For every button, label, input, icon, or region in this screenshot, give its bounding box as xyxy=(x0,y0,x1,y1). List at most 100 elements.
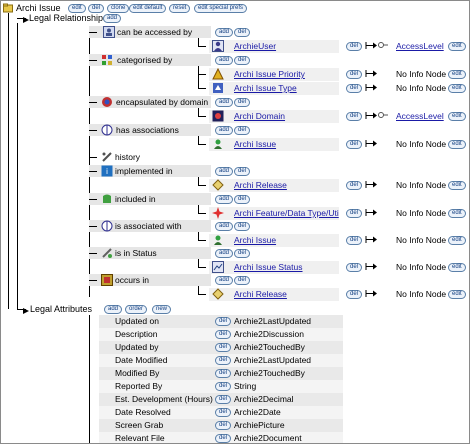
target-del-button[interactable]: del xyxy=(346,42,363,51)
relationship-add-button[interactable]: add xyxy=(215,249,234,258)
right-edit-button[interactable]: edit xyxy=(448,263,466,272)
target-link-archi-issue-priority[interactable]: Archi Issue Priority xyxy=(234,69,305,79)
tree-connector xyxy=(89,102,97,103)
feature-icon xyxy=(212,207,224,219)
right-edit-button[interactable]: edit xyxy=(448,209,466,218)
root-edit-button[interactable]: edit xyxy=(68,4,86,13)
included-icon xyxy=(101,193,113,205)
root-edit-special-prefs-button[interactable]: edit special prefs xyxy=(194,4,248,13)
root-del-button[interactable]: del xyxy=(88,4,105,13)
relationship-del-button[interactable]: del xyxy=(234,276,251,285)
target-del-button[interactable]: del xyxy=(346,112,363,121)
right-edit-button[interactable]: edit xyxy=(448,140,466,149)
association-icon xyxy=(101,220,113,232)
target-link-archi-feature[interactable]: Archi Feature/Data Type/Uti xyxy=(234,208,339,218)
arrow-right-icon xyxy=(365,70,377,77)
target-link-archi-issue-status[interactable]: Archi Issue Status xyxy=(234,262,303,272)
right-edit-button[interactable]: edit xyxy=(448,84,466,93)
relationship-label: occurs in xyxy=(115,275,150,285)
root-clone-button[interactable]: clone xyxy=(107,4,130,13)
target-link-archi-domain[interactable]: Archi Domain xyxy=(234,111,286,121)
relationship-del-button[interactable]: del xyxy=(234,126,251,135)
attribute-del-button[interactable]: del xyxy=(215,382,232,391)
implemented-icon: i xyxy=(101,165,113,177)
issue-icon xyxy=(212,234,224,246)
attribute-del-button[interactable]: del xyxy=(215,434,232,443)
target-del-button[interactable]: del xyxy=(346,70,363,79)
relationship-del-button[interactable]: del xyxy=(234,98,251,107)
target-del-button[interactable]: del xyxy=(346,84,363,93)
target-link-archi-release[interactable]: Archi Release xyxy=(234,180,287,190)
relationship-add-button[interactable]: add xyxy=(215,98,234,107)
relationship-del-button[interactable]: del xyxy=(234,167,251,176)
right-edit-button[interactable]: edit xyxy=(448,290,466,299)
target-link-archi-release[interactable]: Archi Release xyxy=(234,289,287,299)
target-link-archi-issue-type[interactable]: Archi Issue Type xyxy=(234,83,297,93)
right-edit-button[interactable]: edit xyxy=(448,181,466,190)
attribute-name: Updated on xyxy=(115,316,159,326)
target-del-button[interactable]: del xyxy=(346,181,363,190)
folder-icon xyxy=(3,3,13,13)
tree-connector xyxy=(198,144,206,145)
root-edit-default-button[interactable]: edit default xyxy=(129,4,167,13)
attribute-type: String xyxy=(234,381,257,391)
target-del-button[interactable]: del xyxy=(346,140,363,149)
right-edit-button[interactable]: edit xyxy=(448,112,466,121)
no-info-node-label: No Info Node xyxy=(396,235,447,245)
attribute-name: Est. Development (Hours) xyxy=(115,394,213,404)
relationship-add-button[interactable]: add xyxy=(215,56,234,65)
arrow-icon xyxy=(23,15,29,25)
attribute-type: Archie2LastUpdated xyxy=(234,316,312,326)
legal-relationships-add-button[interactable]: add xyxy=(103,14,122,23)
relationship-add-button[interactable]: add xyxy=(215,276,234,285)
target-del-button[interactable]: del xyxy=(346,209,363,218)
target-del-button[interactable]: del xyxy=(346,290,363,299)
arrow-right-icon xyxy=(365,263,377,270)
relationship-add-button[interactable]: add xyxy=(215,126,234,135)
relationship-del-button[interactable]: del xyxy=(234,249,251,258)
target-del-button[interactable]: del xyxy=(346,236,363,245)
relationship-del-button[interactable]: del xyxy=(234,28,251,37)
legal-relationships-label: Legal Relationships xyxy=(29,13,108,23)
relationship-del-button[interactable]: del xyxy=(234,195,251,204)
relationship-add-button[interactable]: add xyxy=(215,28,234,37)
relationship-add-button[interactable]: add xyxy=(215,222,234,231)
attribute-del-button[interactable]: del xyxy=(215,369,232,378)
target-del-button[interactable]: del xyxy=(346,263,363,272)
legal-attributes-order-button[interactable]: order xyxy=(125,305,148,314)
relationship-add-button[interactable]: add xyxy=(215,195,234,204)
no-info-node-label: No Info Node xyxy=(396,83,447,93)
relationship-del-button[interactable]: del xyxy=(234,56,251,65)
relationship-del-button[interactable]: del xyxy=(234,222,251,231)
attribute-del-button[interactable]: del xyxy=(215,330,232,339)
domain-icon xyxy=(101,96,113,108)
legal-attributes-add-button[interactable]: add xyxy=(104,305,123,314)
right-edit-button[interactable]: edit xyxy=(448,236,466,245)
attribute-del-button[interactable]: del xyxy=(215,356,232,365)
attribute-del-button[interactable]: del xyxy=(215,421,232,430)
legal-attributes-new-button[interactable]: new xyxy=(152,305,172,314)
key-icon xyxy=(378,110,388,120)
issue-type-icon xyxy=(212,82,224,94)
right-link-accesslevel[interactable]: AccessLevel xyxy=(396,111,444,121)
target-row-background xyxy=(209,138,339,151)
tree-branch-line xyxy=(17,23,18,309)
target-link-archieuser[interactable]: ArchieUser xyxy=(234,41,277,51)
target-link-archi-issue[interactable]: Archi Issue xyxy=(234,235,277,245)
right-edit-button[interactable]: edit xyxy=(448,70,466,79)
right-link-accesslevel[interactable]: AccessLevel xyxy=(396,41,444,51)
attribute-del-button[interactable]: del xyxy=(215,408,232,417)
right-edit-button[interactable]: edit xyxy=(448,42,466,51)
target-row-background xyxy=(209,261,339,274)
attribute-del-button[interactable]: del xyxy=(215,317,232,326)
target-row-background xyxy=(209,234,339,247)
relationship-add-button[interactable]: add xyxy=(215,167,234,176)
attribute-del-button[interactable]: del xyxy=(215,395,232,404)
attribute-del-button[interactable]: del xyxy=(215,343,232,352)
root-reset-button[interactable]: reset xyxy=(169,4,191,13)
relationship-label: included in xyxy=(115,194,156,204)
target-link-archi-issue[interactable]: Archi Issue xyxy=(234,139,277,149)
relationships-line xyxy=(89,27,90,297)
status-icon xyxy=(101,247,113,259)
attribute-name: Modified By xyxy=(115,368,160,378)
